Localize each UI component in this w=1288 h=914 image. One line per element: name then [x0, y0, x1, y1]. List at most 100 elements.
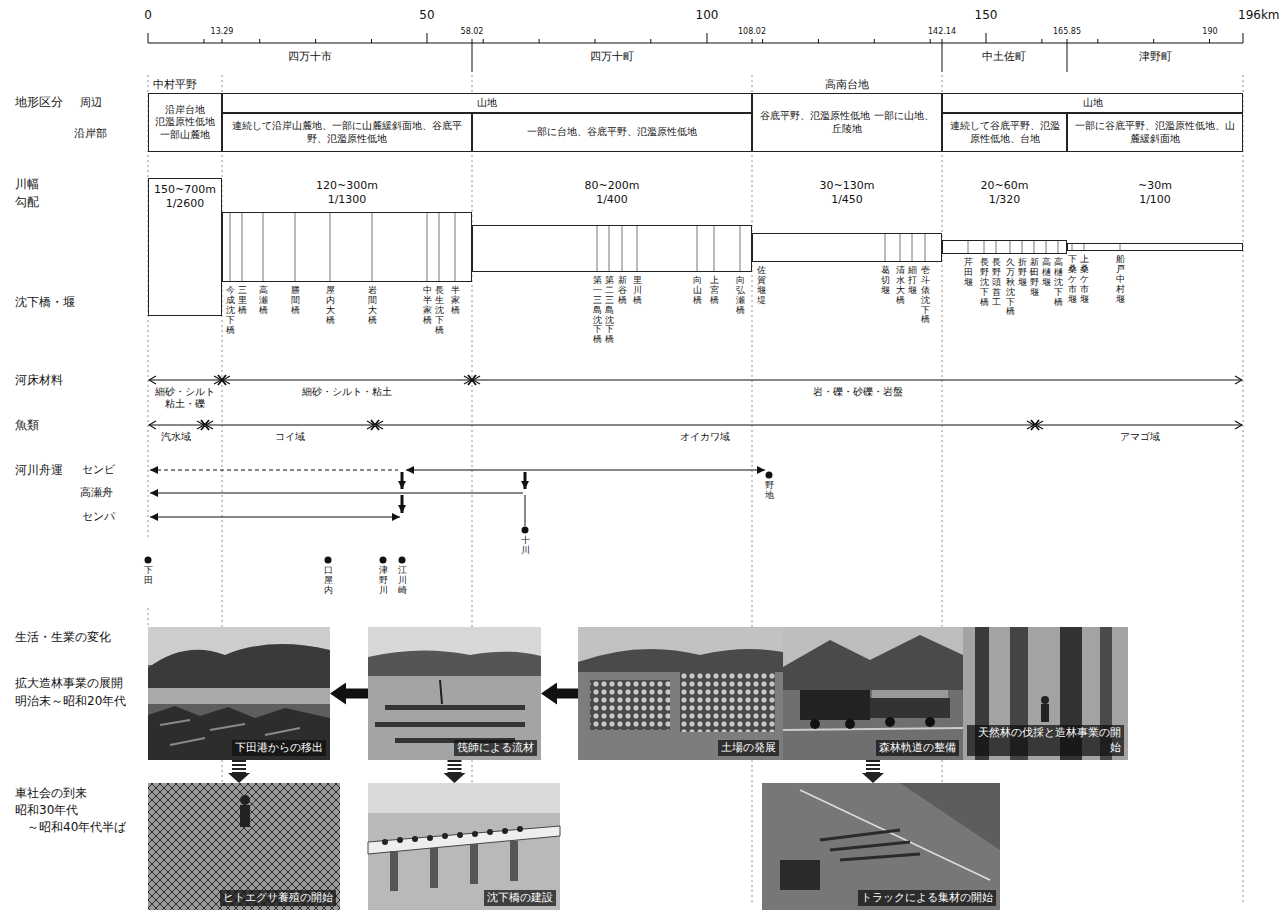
width-label: 120~300m [223, 179, 471, 193]
row-label: 河床材料 [15, 373, 63, 387]
box-text: 一部に谷底平野、氾濫原性低地、山麓緩斜面地 [1072, 120, 1238, 145]
row-label: 四万十市 [288, 50, 332, 63]
box-text: 沿岸台地 氾濫原性低地 一部山麓地 [153, 104, 217, 142]
scale-number: 13.29 [211, 27, 234, 37]
scale-number: 165.85 [1053, 27, 1081, 37]
box-text: 連続して沿岸山麓地、一部に山麓緩斜面地、谷底平野、氾濫原性低地 [227, 120, 467, 145]
striped-arrow [232, 760, 246, 773]
row-label: 勾配 [15, 195, 39, 209]
range-arrows [149, 375, 1242, 430]
scale-number: 50 [419, 8, 434, 22]
vertical-label: 中半家橋 [423, 286, 432, 326]
vertical-label: 屋内大橋 [326, 286, 335, 326]
scale-number: 150 [975, 8, 998, 22]
scale-number: 190 [1202, 27, 1217, 37]
vertical-label: 野地 [765, 481, 774, 501]
vertical-label: 長野頭首工 [992, 258, 1001, 307]
vertical-label: 高樋沈下橋 [1054, 258, 1063, 307]
photo-panel: ヒトエグサ養殖の開始 [148, 783, 340, 910]
row-label: センパ [82, 510, 115, 523]
row-label: 河川舟運 [15, 463, 63, 477]
row-label: 昭和30年代 [15, 803, 78, 817]
width-label: 1/1300 [223, 193, 471, 207]
boat-routes [150, 470, 765, 526]
row-label: オイカワ域 [680, 431, 730, 443]
vertical-label: 岩間大橋 [368, 286, 377, 326]
vertical-label: 向山橋 [693, 276, 702, 306]
km-scale [148, 33, 1243, 72]
width-label: 1/450 [753, 193, 941, 207]
vertical-label: 高瀬橋 [259, 286, 268, 316]
vertical-label: 船戸中村堰 [1116, 255, 1125, 304]
scale-number: 196km [1238, 8, 1280, 22]
terrain-box: 一部に谷底平野、氾濫原性低地、山麓緩斜面地 [1067, 113, 1243, 152]
vertical-label: 新谷橋 [618, 276, 627, 306]
vertical-label: 佐賀堰堤 [757, 266, 766, 306]
block-arrow [346, 689, 368, 699]
width-label: 30~130m [753, 179, 941, 193]
scale-number: 100 [696, 8, 719, 22]
photo-caption: 下田港からの移出 [232, 740, 326, 756]
terrain-box: 山地 [942, 93, 1243, 113]
photo-panel: 下田港からの移出 [148, 627, 330, 760]
vertical-label: 細打堰 [908, 266, 917, 296]
vertical-label: 向弘瀬橋 [736, 276, 745, 316]
row-label: 車社会の到来 [15, 786, 87, 800]
box-text: 山地 [227, 97, 747, 110]
row-label: 沿岸部 [74, 127, 107, 140]
width-label: 1/320 [943, 193, 1066, 207]
box-text: 谷底平野、氾濫原性低地 一部に山地、丘陵地 [757, 110, 937, 135]
row-label: 明治末～昭和20年代 [15, 694, 126, 708]
river-width-box: 150~700m1/2600 [148, 178, 222, 316]
river-width-box: 30~130m1/450 [752, 233, 942, 262]
photo-panel: 筏師による流材 [368, 627, 541, 760]
terrain-box: 連続して沿岸山麓地、一部に山麓緩斜面地、谷底平野、氾濫原性低地 [222, 113, 472, 152]
row-label: 地形区分 [15, 95, 63, 109]
vertical-label: 葛切堰 [881, 266, 890, 296]
vertical-label: 江川崎 [398, 566, 407, 596]
terrain-box: 一部に台地、谷底平野、氾濫原性低地 [472, 113, 752, 152]
vertical-label: 下田 [144, 566, 153, 586]
photo-caption: 土場の発展 [718, 740, 779, 756]
photo-caption: 森林軌道の整備 [876, 740, 959, 756]
vertical-label: 第二三島沈下橋 [605, 276, 614, 345]
scale-number: 108.02 [738, 27, 766, 37]
row-label: 高瀬舟 [80, 486, 113, 499]
row-label: 津野町 [1139, 50, 1172, 63]
striped-arrow [866, 760, 880, 773]
vertical-label: 清水大橋 [896, 266, 905, 306]
region-heading: 高南台地 [753, 78, 941, 91]
vertical-label: 里川橋 [633, 276, 642, 306]
striped-arrow [448, 760, 462, 773]
vertical-label: 今成沈下橋 [226, 286, 235, 335]
width-label: 1/2600 [149, 197, 221, 211]
river-width-box: 80~200m1/400 [472, 225, 752, 272]
width-label: 150~700m [149, 183, 221, 197]
vertical-label: 津野川 [379, 566, 388, 596]
vertical-label: 第一三島沈下橋 [593, 276, 602, 345]
vertical-label: 高樋堰 [1042, 258, 1051, 288]
scale-number: 58.02 [461, 27, 484, 37]
photo-caption: 沈下橋の建設 [484, 890, 556, 906]
guide-lines [148, 75, 1243, 905]
vertical-label: 十川 [521, 536, 530, 556]
width-label: 1/100 [1068, 193, 1242, 207]
terrain-box: 連続して谷底平野、氾濫原性低地、台地 [942, 113, 1067, 152]
vertical-label: 上宮橋 [710, 276, 719, 306]
row-label: センビ [82, 463, 115, 476]
photo-art [148, 627, 1128, 910]
scale-number: 142.14 [928, 27, 956, 37]
row-label: 中土佐町 [982, 50, 1026, 63]
photo-panel: 森林軌道の整備 [783, 627, 963, 760]
photo-caption: 天然林の伐採と造林事業の開始 [967, 725, 1124, 756]
box-text: 山地 [947, 97, 1238, 110]
vertical-label: 新田野堰 [1030, 258, 1039, 298]
vertical-label: 下桑ケ市堰 [1068, 255, 1077, 304]
photo-panel: 天然林の伐採と造林事業の開始 [963, 627, 1128, 760]
vertical-label: 三里橋 [238, 286, 247, 316]
vertical-label: 長生沈下橋 [435, 286, 444, 335]
row-label: 岩・礫・砂礫・岩盤 [813, 386, 903, 398]
width-label: 80~200m [473, 179, 751, 193]
row-label: 沈下橋・堰 [15, 295, 75, 309]
terrain-box: 高南台地谷底平野、氾濫原性低地 一部に山地、丘陵地 [752, 93, 942, 152]
